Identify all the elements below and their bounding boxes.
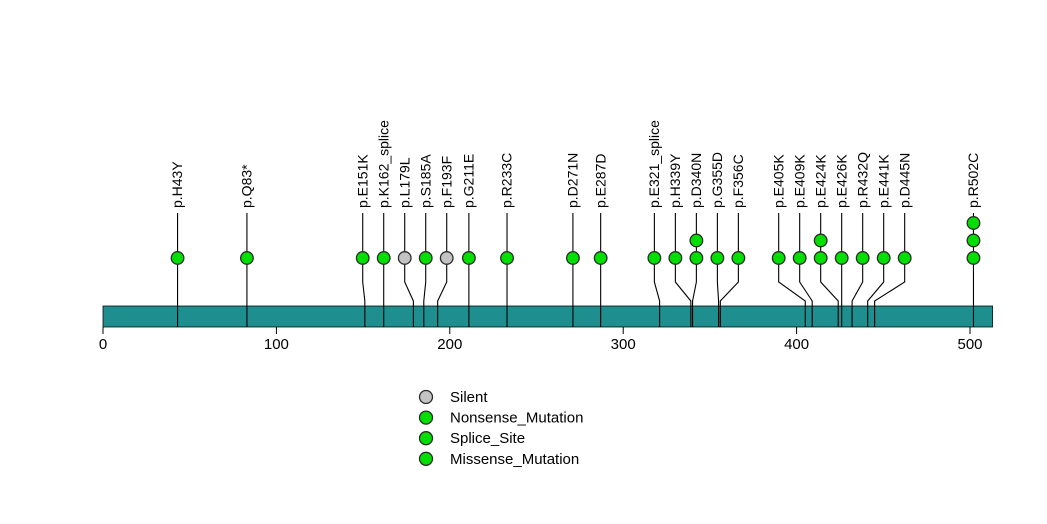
mutation-label: p.F193F: [438, 156, 454, 208]
mutation-marker: [593, 251, 608, 265]
mutation-label: p.E151K: [354, 154, 370, 208]
mutation-marker: [565, 251, 580, 265]
lollipop-stem: [874, 213, 906, 327]
mutation-label: p.G211E: [460, 154, 476, 208]
mutation-marker: [771, 251, 786, 265]
mutation-label: p.F356C: [730, 154, 746, 208]
axis-tick-label: 400: [784, 336, 809, 353]
mutation-label: p.R432Q: [854, 152, 870, 208]
mutation-marker: [710, 251, 725, 265]
axis-tick-label: 0: [99, 336, 107, 353]
lollipop-stem: [692, 213, 697, 327]
lollipop-stem: [778, 213, 806, 327]
mutation-marker: [689, 251, 704, 265]
mutation-marker: [239, 251, 254, 265]
lollipop-stem: [674, 213, 692, 327]
mutation-marker: [418, 251, 433, 265]
lollipop-stem: [423, 213, 427, 327]
axis-tick-label: 500: [957, 336, 982, 353]
mutation-label: p.E426K: [833, 154, 849, 208]
mutation-marker: [876, 251, 891, 265]
mutation-label: p.H43Y: [169, 161, 185, 208]
legend-label: Splice_Site: [450, 430, 525, 447]
mutation-marker: [376, 251, 391, 265]
mutation-marker: [439, 251, 454, 265]
mutation-label: p.S185A: [417, 154, 433, 208]
mutation-label: p.D445N: [896, 153, 912, 208]
mutation-label: p.D271N: [565, 153, 581, 208]
mutation-label: p.D340N: [688, 153, 704, 208]
mutation-label: p.R502C: [965, 153, 981, 208]
mutation-label: p.G355D: [709, 152, 725, 208]
mutation-marker: [170, 251, 185, 265]
mutation-label: p.E405K: [770, 154, 786, 208]
mutation-label: p.E409K: [791, 154, 807, 208]
mutation-marker: [834, 251, 849, 265]
mutation-marker: [500, 251, 514, 265]
legend-swatch-nonsense_mutation: [418, 410, 434, 425]
mutation-label: p.L179L: [396, 157, 412, 208]
legend-label: Missense_Mutation: [450, 451, 579, 468]
mutation-label: p.E424K: [812, 154, 828, 208]
mutation-label: p.R233C: [499, 153, 515, 208]
lollipop-stem: [716, 213, 720, 327]
legend-label: Silent: [450, 389, 488, 406]
mutation-label: p.Q83*: [239, 164, 255, 208]
legend-swatch-silent: [418, 389, 434, 405]
legend-label: Nonsense_Mutation: [450, 410, 583, 427]
protein-domain-bar: [102, 305, 993, 328]
mutation-label: p.E287D: [592, 154, 608, 208]
mutation-marker: [689, 233, 704, 248]
mutation-marker: [731, 251, 746, 265]
lollipop-stem: [799, 213, 813, 327]
mutation-marker: [855, 251, 870, 265]
mutation-marker: [461, 251, 476, 265]
lollipop-stem: [719, 213, 739, 327]
mutation-marker: [813, 251, 828, 265]
mutation-marker: [966, 233, 981, 248]
mutation-marker: [897, 251, 912, 265]
axis-tick-label: 300: [611, 336, 636, 353]
mutation-label: p.K162_splice: [375, 120, 391, 208]
lollipop-stem: [404, 213, 414, 327]
lollipop-stem: [653, 213, 661, 327]
legend-swatch-splice_site: [418, 431, 434, 446]
mutation-marker: [397, 251, 412, 265]
mutation-label: p.H339Y: [667, 153, 683, 208]
lollipop-stem: [867, 213, 885, 327]
mutation-marker: [355, 251, 370, 265]
mutation-marker: [792, 251, 807, 265]
mutation-marker: [966, 251, 981, 265]
legend-swatch-missense_mutation: [418, 451, 434, 466]
axis-tick-label: 100: [264, 336, 289, 353]
mutation-marker: [966, 216, 981, 230]
mutation-marker: [647, 251, 662, 265]
mutation-marker: [668, 251, 683, 265]
mutation-label: p.E441K: [875, 154, 891, 208]
lollipop-stem: [437, 213, 448, 327]
mutation-label: p.E321_splice: [646, 120, 662, 208]
lollipop-stem: [362, 213, 366, 327]
lollipop-stem: [820, 213, 839, 327]
axis-tick-label: 200: [437, 336, 462, 353]
lollipop-stem: [851, 213, 864, 327]
mutation-marker: [813, 233, 828, 248]
